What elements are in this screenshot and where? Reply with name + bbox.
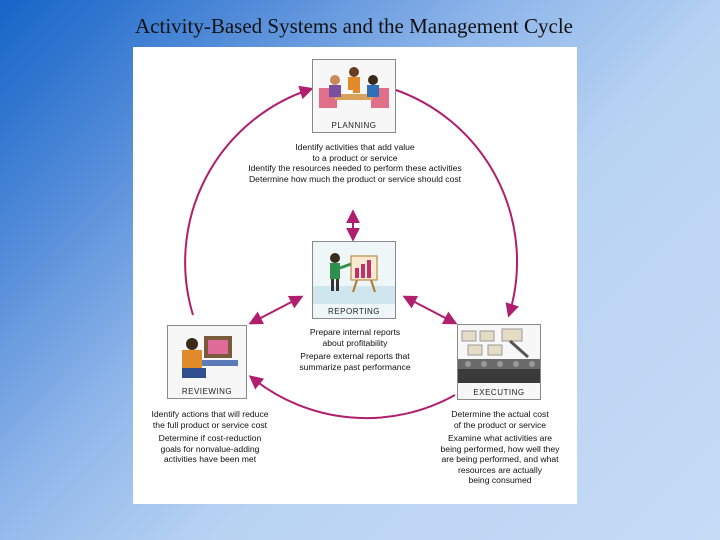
reporting-line-2: about profitability	[322, 337, 388, 348]
arc-planning-to-executing	[392, 88, 519, 318]
slide-title: Activity-Based Systems and the Managemen…	[135, 14, 573, 38]
planning-description: Identify activities that add value to a …	[225, 142, 485, 184]
planning-line-3: Identify the resources needed to perform…	[248, 163, 462, 173]
reviewing-description: Identify actions that will reduce the fu…	[135, 409, 285, 465]
reviewing-label: Reviewing	[181, 387, 233, 396]
executing-line-6: resources are actually	[457, 464, 543, 475]
presenter-chart-icon	[313, 253, 395, 304]
executing-label: Executing	[473, 388, 525, 397]
planning-line-1: Identify activities that add value	[295, 142, 415, 152]
spoke-reporting-executing	[402, 295, 458, 325]
executing-line-2: of the product or service	[453, 419, 547, 430]
spoke-reporting-reviewing	[248, 295, 304, 325]
executing-line-3: Examine what activities are	[447, 433, 553, 443]
executing-line-5: are being performed, and what	[441, 454, 559, 464]
reporting-description: Prepare internal reports about profitabi…	[275, 327, 435, 372]
reviewing-line-4: goals for nonvalue-adding	[160, 443, 260, 454]
executing-description: Determine the actual cost of the product…	[425, 409, 575, 486]
reviewing-line-1: Identify actions that will reduce	[151, 409, 269, 419]
arc-executing-to-reviewing	[248, 375, 456, 420]
executing-line-4: being performed, how well they	[440, 443, 560, 454]
reviewing-box: Reviewing	[167, 325, 247, 399]
reporting-line-1: Prepare internal reports	[309, 327, 401, 337]
cycle-arrows	[184, 85, 519, 420]
reporting-label: Reporting	[328, 307, 380, 316]
executing-line-7: being consumed	[468, 475, 532, 485]
planning-line-2: to a product or service	[312, 152, 398, 163]
reviewing-line-5: activities have been met	[163, 454, 257, 464]
reporting-line-4: summarize past performance	[299, 361, 411, 372]
planning-box: Planning	[312, 59, 396, 133]
executing-line-1: Determine the actual cost	[451, 409, 549, 419]
executing-box: Executing	[457, 324, 541, 400]
reviewing-line-3: Determine if cost-reduction	[158, 433, 262, 443]
planning-label: Planning	[331, 121, 377, 130]
planning-line-4: Determine how much the product or servic…	[248, 173, 462, 184]
reporting-line-3: Prepare external reports that	[300, 351, 410, 361]
arc-reviewing-to-planning	[184, 85, 314, 316]
reviewing-line-2: the full product or service cost	[152, 419, 268, 430]
assembly-line-icon	[458, 328, 540, 383]
meeting-people-icon	[319, 67, 389, 108]
person-at-computer-icon	[182, 336, 238, 378]
diagram-panel: Planning Identify activities that add va…	[133, 47, 577, 504]
reporting-box: Reporting	[312, 241, 396, 319]
